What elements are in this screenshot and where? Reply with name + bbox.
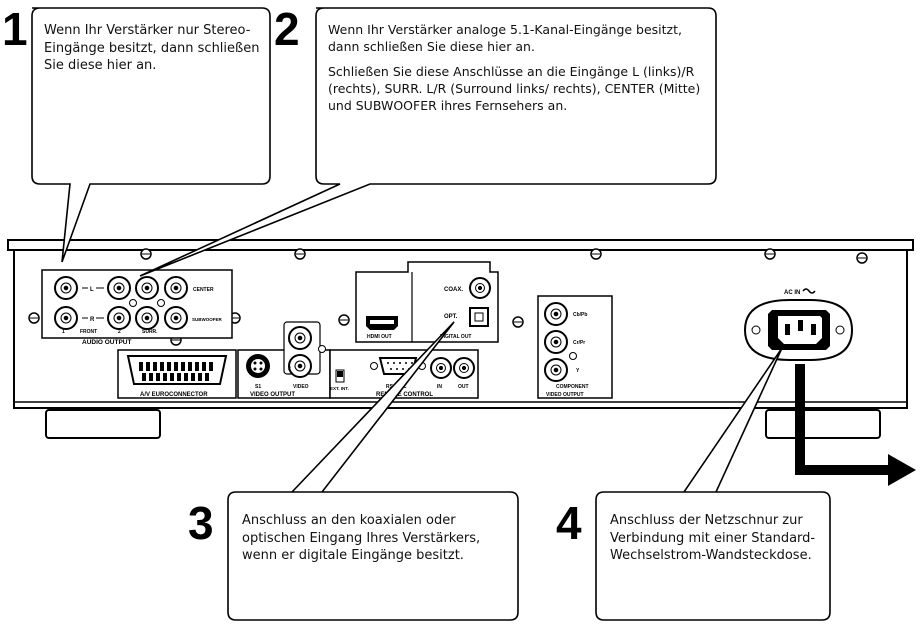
label-audio-output: AUDIO OUTPUT [82, 339, 132, 346]
label-coax: COAX. [444, 287, 463, 293]
callout-3-bubble [227, 321, 519, 621]
callout-2-number: 2 [274, 3, 300, 55]
audio-output-block: L R FRONT 1 2 SURR. CENTER SUBWOOFER AUD… [41, 269, 233, 346]
callout-4-bubble [595, 347, 831, 621]
label-video: VIDEO [293, 384, 309, 390]
label-in: IN [437, 384, 442, 390]
label-s1: S1 [255, 384, 261, 390]
callout-3-number: 3 [188, 497, 214, 549]
power-socket-icon [768, 310, 830, 350]
label-av-euroconnector: A/V EUROCONNECTOR [140, 392, 208, 398]
label-two: 2 [118, 329, 121, 335]
label-r: R [90, 317, 95, 323]
callout-4-paragraph: Anschluss der Netzschnur zur Verbindung … [610, 513, 816, 564]
left-foot [45, 409, 161, 439]
rca-jack-icon [430, 357, 475, 379]
label-remote-control: REMOTE CONTROL [376, 392, 433, 398]
callout-2-paragraph-1: Wenn Ihr Verstärker analoge 5.1-Kanal-Ei… [328, 22, 682, 54]
ac-inlet: AC IN [743, 288, 854, 361]
label-y: Y [576, 368, 580, 374]
label-ac-in: AC IN [784, 290, 800, 296]
label-component: COMPONENT [556, 384, 589, 390]
label-cb-pb: Cb/Pb [573, 312, 587, 318]
rca-jack-icon [288, 326, 312, 378]
label-hdmi-out: HDMI OUT [367, 334, 392, 340]
video-output-block: 1 2 S1 VIDEO VIDEO OUTPUT [237, 321, 331, 399]
label-digital-out: DIGITAL OUT [440, 334, 471, 340]
callout-3-text: Anschluss an den koaxialen oder optische… [242, 512, 512, 573]
scart-connector: A/V EUROCONNECTOR [117, 349, 237, 399]
callout-1-bubble [31, 7, 271, 263]
label-ext-int: EXT. INT. [330, 386, 349, 391]
svideo-jack-icon [246, 354, 270, 378]
hdmi-digital-block: HDMI OUT COAX. OPT. DIGITAL OUT [355, 261, 499, 343]
callout-3-paragraph: Anschluss an den koaxialen oder optische… [242, 513, 481, 564]
component-video-block: Cb/Pb Cr/Pr Y COMPONENT VIDEO OUTPUT [537, 295, 613, 399]
device-rear-panel: L R FRONT 1 2 SURR. CENTER SUBWOOFER AUD… [7, 239, 914, 439]
label-component-video-output: VIDEO OUTPUT [546, 392, 584, 398]
label-l: L [90, 287, 94, 293]
label-out: OUT [458, 384, 469, 390]
right-foot [765, 409, 881, 439]
label-opt: OPT. [444, 314, 458, 320]
callout-1-text: Wenn Ihr Verstärker nur Stereo-Eingänge … [44, 22, 264, 83]
optical-port-icon [469, 307, 489, 327]
label-video-output: VIDEO OUTPUT [250, 392, 295, 398]
label-cr-pr: Cr/Pr [573, 340, 585, 346]
callout-1-number: 1 [2, 3, 28, 55]
hdmi-port-icon [366, 316, 398, 330]
label-one: 1 [62, 329, 65, 335]
callout-2-text: Wenn Ihr Verstärker analoge 5.1-Kanal-Ei… [328, 22, 714, 122]
label-one: 1 [288, 338, 291, 344]
coax-jack-icon [469, 277, 491, 299]
label-center: CENTER [193, 287, 214, 293]
label-front: FRONT [80, 329, 97, 335]
rca-jack-icon [544, 302, 568, 382]
callout-2-paragraph-2: Schließen Sie diese Anschlüsse an die Ei… [328, 63, 701, 113]
rca-jack-icon [54, 276, 188, 330]
callout-1-paragraph: Wenn Ihr Verstärker nur Stereo-Eingänge … [44, 23, 260, 74]
callout-4-text: Anschluss der Netzschnur zur Verbindung … [610, 512, 824, 573]
callout-2-bubble [139, 7, 717, 277]
power-cord-arrow-icon [795, 364, 916, 486]
label-surr: SURR. [142, 329, 158, 335]
label-two: 2 [288, 366, 291, 372]
callout-4-number: 4 [556, 497, 582, 549]
label-subwoofer: SUBWOOFER [192, 317, 222, 322]
